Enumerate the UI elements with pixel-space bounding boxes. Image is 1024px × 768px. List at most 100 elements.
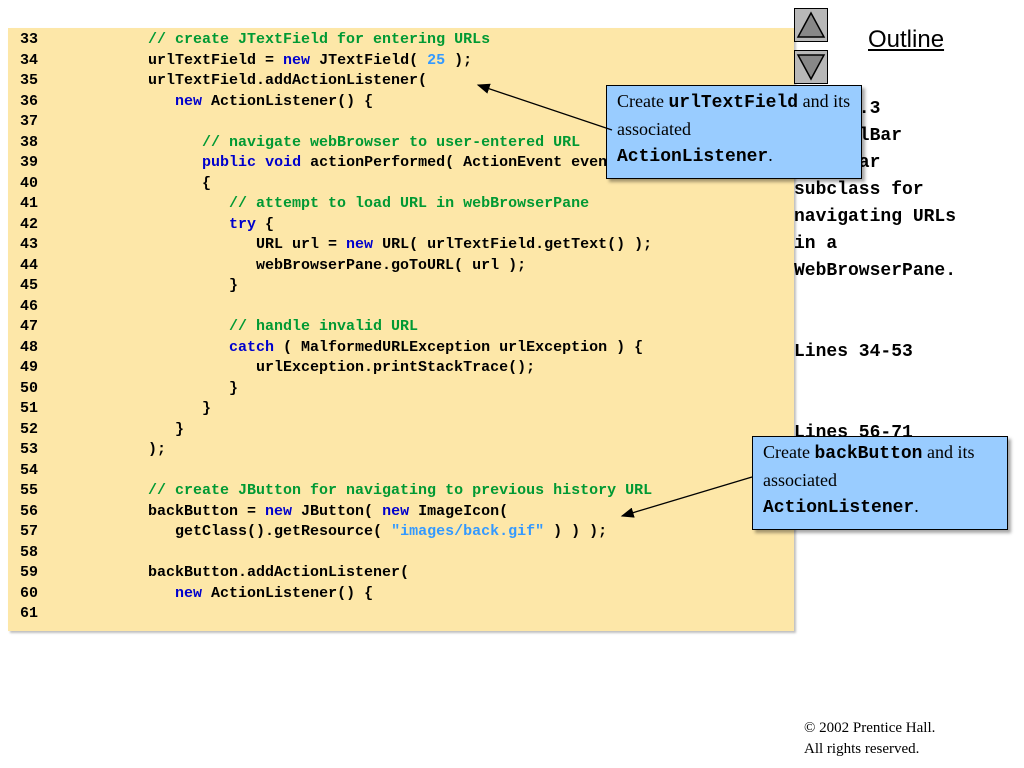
triangle-down-icon [796, 54, 826, 81]
line-number: 37 [20, 113, 39, 130]
code-token: ActionListener() { [202, 92, 374, 110]
copyright-notice: © 2002 Prentice Hall. All rights reserve… [804, 718, 935, 760]
line-number: 60 [20, 584, 39, 602]
code-keyword: new [265, 502, 293, 520]
code-comment: // attempt to load URL in webBrowserPane [229, 195, 590, 212]
line-number: 35 [20, 72, 39, 89]
outline-line: WebBrowserPane. [794, 261, 957, 281]
code-token: urlTextField = [76, 51, 284, 69]
line-number: 42 [20, 215, 39, 233]
outline-line: subclass for [794, 180, 924, 200]
code-text: getClass().getResource( "images/back.gif… [76, 522, 607, 542]
line-number: 38 [20, 133, 39, 151]
code-text: backButton.addActionListener( [76, 563, 409, 583]
code-token: ActionListener() { [202, 584, 374, 602]
line-number: 44 [20, 256, 39, 274]
line-number: 39 [20, 154, 39, 171]
line-number: 59 [20, 564, 39, 581]
code-comment: // handle invalid URL [229, 318, 419, 335]
callout-arrow [476, 83, 613, 131]
line-number: 52 [20, 420, 39, 438]
code-text: // create JButton for navigating to prev… [76, 481, 652, 501]
code-token: actionPerformed( ActionEvent event ) [301, 154, 635, 171]
code-text: new ActionListener() { [76, 92, 373, 112]
code-token: ( MalformedURLException urlException ) { [274, 338, 644, 356]
code-token: getClass().getResource( [76, 523, 392, 540]
code-token: urlTextField.addActionListener( [76, 72, 428, 89]
line-number: 48 [20, 338, 39, 356]
outline-line: in a [794, 234, 838, 254]
line-number: 53 [20, 441, 39, 458]
code-keyword: new [175, 584, 203, 602]
line-number: 45 [20, 277, 39, 294]
code-text: // create JTextField for entering URLs [76, 30, 490, 50]
line-number: 36 [20, 92, 39, 110]
code-keyword: new [283, 51, 311, 69]
outline-title[interactable]: Outline [868, 26, 945, 53]
next-slide-button[interactable] [794, 50, 828, 84]
code-text: // navigate webBrowser to user-entered U… [76, 133, 580, 153]
code-token: { [76, 174, 212, 192]
code-text: urlTextField.addActionListener( [76, 71, 427, 91]
code-token: ); [76, 441, 167, 458]
line-number: 51 [20, 400, 39, 417]
code-keyword: new [346, 236, 374, 253]
code-token: webBrowserPane.goToURL( url ); [76, 256, 527, 274]
code-token: } [76, 400, 212, 417]
line-number: 40 [20, 174, 39, 192]
code-text: } [76, 420, 184, 440]
callout-code: backButton [814, 444, 923, 464]
line-number: 49 [20, 359, 39, 376]
code-token: ImageIcon( [409, 502, 509, 520]
line-number: 57 [20, 523, 39, 540]
line-number: 56 [20, 502, 39, 520]
code-text: public void actionPerformed( ActionEvent… [76, 153, 634, 173]
callout-urltextfield: Create urlTextField and its associated A… [606, 85, 862, 179]
line-number: 58 [20, 543, 39, 561]
line-number: 33 [20, 31, 39, 48]
line-number: 50 [20, 379, 39, 397]
code-token: } [76, 277, 239, 294]
code-text: backButton = new JButton( new ImageIcon( [76, 502, 508, 522]
copyright-line: © 2002 Prentice Hall. [804, 720, 936, 736]
code-text: catch ( MalformedURLException urlExcepti… [76, 338, 643, 358]
line-number: 61 [20, 605, 39, 622]
code-text: ); [76, 440, 166, 460]
callout-text: Create [763, 442, 815, 462]
code-token: ) ) ); [544, 523, 608, 540]
code-text: new ActionListener() { [76, 584, 373, 604]
code-token: } [76, 379, 239, 397]
code-token: } [76, 420, 185, 438]
code-text: URL url = new URL( urlTextField.getText(… [76, 235, 652, 255]
code-token: URL( urlTextField.getText() ); [373, 236, 653, 253]
code-token: backButton = [76, 502, 266, 520]
code-token: backButton.addActionListener( [76, 564, 410, 581]
line-number: 47 [20, 318, 39, 335]
callout-code: ActionListener [617, 147, 769, 167]
code-text: } [76, 276, 238, 296]
code-comment: // navigate webBrowser to user-entered U… [202, 133, 581, 151]
code-text: urlException.printStackTrace(); [76, 358, 535, 378]
callout-code: ActionListener [763, 498, 915, 518]
callout-text: and its associated [617, 91, 851, 139]
copyright-line: All rights reserved. [804, 741, 920, 757]
code-comment: // create JButton for navigating to prev… [148, 482, 653, 499]
code-text: { [76, 174, 211, 194]
line-number: 41 [20, 195, 39, 212]
code-token: URL url = [76, 236, 347, 253]
code-keyword: public [202, 154, 257, 171]
callout-text: . [914, 496, 919, 516]
callout-text: and its associated [763, 442, 975, 490]
callout-text: . [768, 145, 773, 165]
line-number: 46 [20, 297, 39, 315]
code-text: webBrowserPane.goToURL( url ); [76, 256, 526, 276]
code-comment: // create JTextField for entering URLs [148, 31, 491, 48]
code-text: // handle invalid URL [76, 317, 418, 337]
callout-text: Create [617, 91, 669, 111]
code-text: urlTextField = new JTextField( 25 ); [76, 51, 472, 71]
previous-slide-button[interactable] [794, 8, 828, 42]
code-keyword: try [229, 215, 257, 233]
line-number: 34 [20, 51, 39, 69]
outline-line: navigating URLs [794, 207, 957, 227]
